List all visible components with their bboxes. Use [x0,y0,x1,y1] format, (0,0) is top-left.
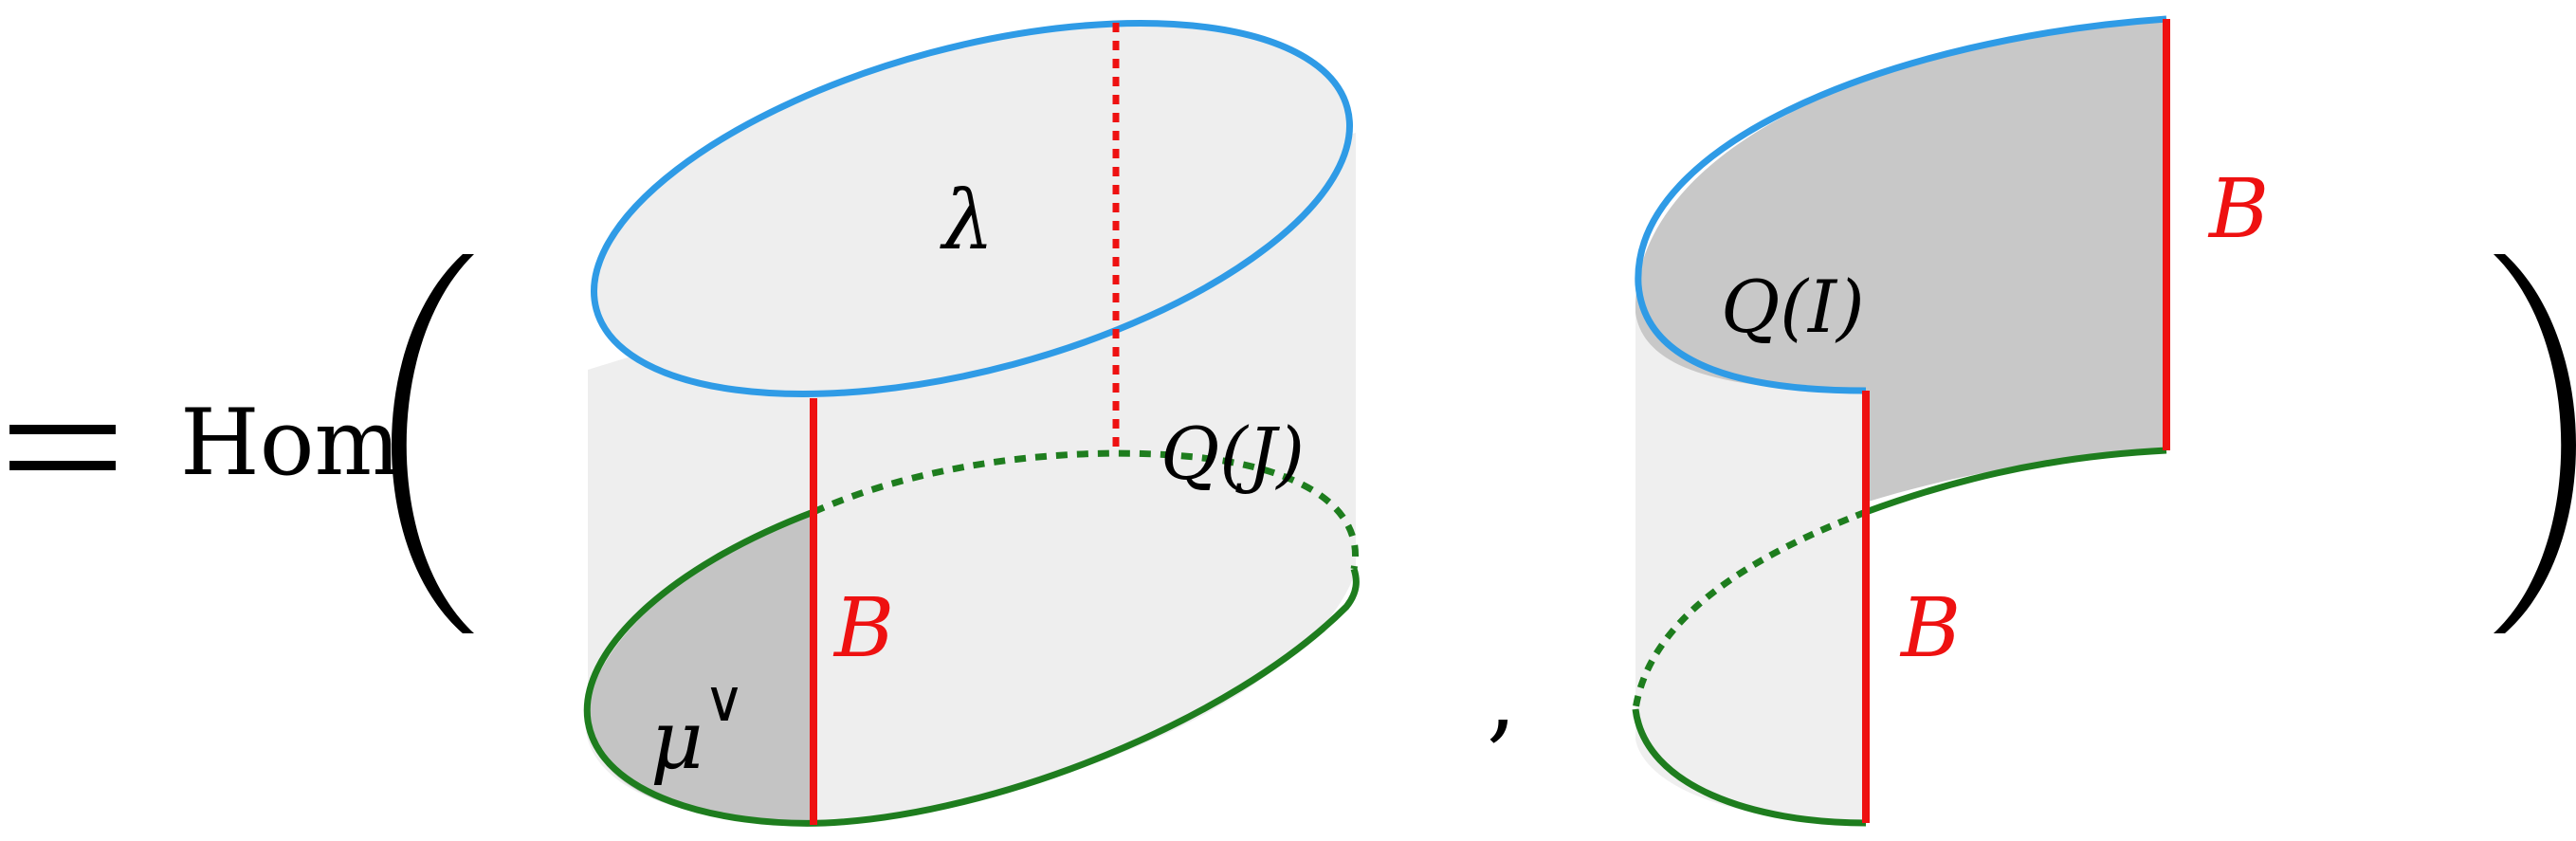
top-arc [1635,15,2167,394]
right-bottom-b-label: B [1899,581,1961,676]
mu-label: μ [650,693,703,788]
right-top-b-label: B [2207,162,2269,257]
left-cylinder-figure: λ Q(J) B μ ∨ [583,19,1360,827]
outer-light-surface [1635,313,1866,823]
bottom-shaded-region [587,512,813,825]
lambda-label: λ [940,174,995,268]
equals-sign [9,425,116,470]
left-parenthesis [392,254,474,633]
right-halfcylinder-figure: Q(I) B B [1632,15,2269,827]
mu-dual-superscript: ∨ [703,668,745,735]
bottom-circle-back [812,449,1359,570]
q-j-label: Q(J) [1160,411,1305,496]
bottom-arc-front [1632,447,2167,827]
bottom-arc-back [1632,508,1868,710]
comma-separator: , [1487,642,1517,753]
bottom-circle-front [583,508,1360,827]
hom-operator: Hom [180,390,401,496]
q-i-label: Q(I) [1721,265,1865,349]
right-parenthesis [2494,254,2576,633]
boundary-b-label: B [832,581,894,676]
top-circle [591,19,1353,398]
